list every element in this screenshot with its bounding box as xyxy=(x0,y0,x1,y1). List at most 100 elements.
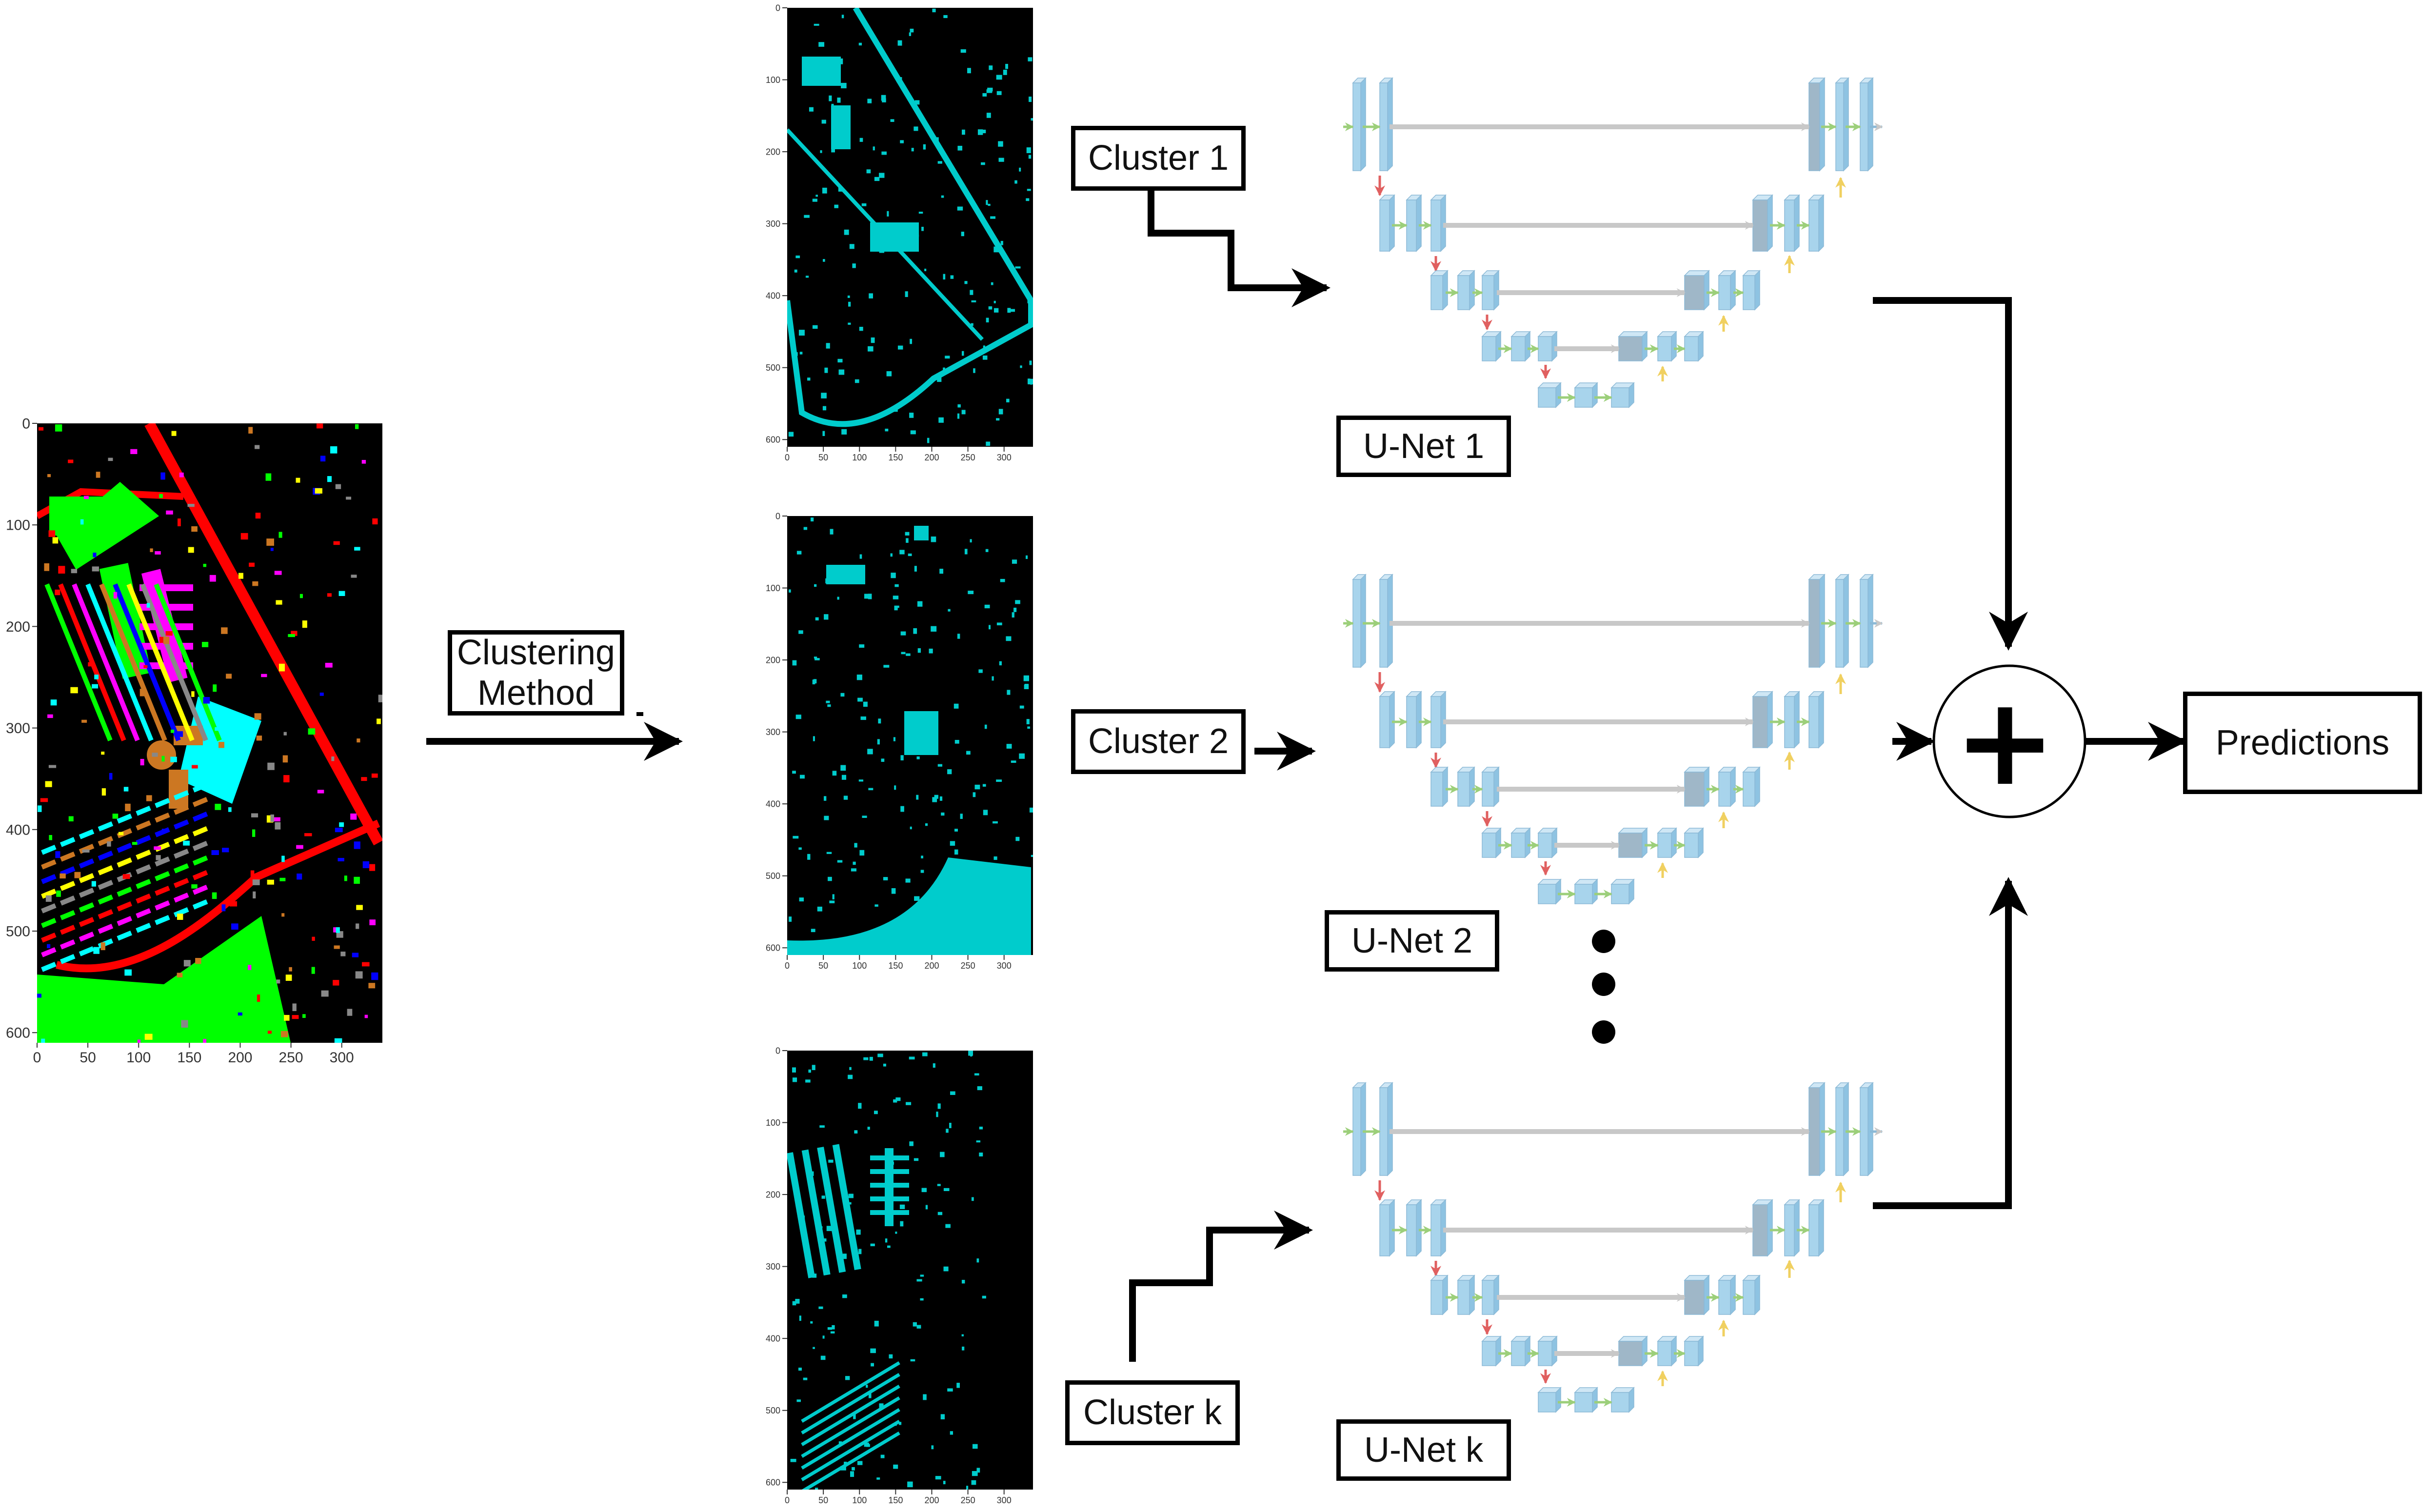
pixel xyxy=(963,869,966,875)
pixel xyxy=(924,895,927,898)
pixel xyxy=(894,785,896,790)
feature-map xyxy=(1592,382,1598,408)
feature-map xyxy=(1495,1335,1501,1367)
pixel xyxy=(894,407,898,412)
pixel xyxy=(877,739,880,745)
feature-map xyxy=(1442,1274,1448,1315)
pixel xyxy=(961,231,964,237)
pixel xyxy=(883,1063,886,1067)
pixel xyxy=(281,913,285,917)
x-tick-label: 200 xyxy=(924,961,939,971)
pixel xyxy=(916,756,920,759)
pixel xyxy=(977,1086,982,1091)
feature-map xyxy=(1457,1280,1470,1315)
feature-map xyxy=(1379,1087,1388,1176)
pixel xyxy=(877,1054,883,1057)
y-tick-label: 400 xyxy=(6,822,30,838)
feature-map xyxy=(1611,387,1629,408)
pixel xyxy=(971,1480,976,1485)
pixel xyxy=(923,1394,927,1400)
feature-map xyxy=(1698,331,1704,362)
pixel xyxy=(937,1103,941,1109)
pixel xyxy=(841,429,847,435)
pixel xyxy=(860,716,866,720)
y-tick-label: 200 xyxy=(766,655,780,665)
pixel xyxy=(920,870,924,873)
pixel xyxy=(166,510,173,515)
road xyxy=(56,819,380,973)
pixel xyxy=(92,566,99,572)
pixel xyxy=(276,600,282,605)
pixel xyxy=(299,594,303,598)
pixel xyxy=(910,28,914,33)
feature-map xyxy=(1657,1341,1672,1366)
pixel xyxy=(906,538,909,543)
row xyxy=(126,583,195,741)
pixel xyxy=(868,788,874,791)
feature-map xyxy=(1808,1087,1820,1176)
feature-map xyxy=(1495,331,1501,362)
pixel xyxy=(853,1413,856,1419)
feature-map xyxy=(1843,77,1849,172)
pixel xyxy=(1027,726,1030,729)
pixel xyxy=(250,870,255,878)
pixel xyxy=(183,960,191,967)
pixel xyxy=(993,300,996,303)
pixel xyxy=(850,1471,854,1477)
pixel xyxy=(118,832,124,836)
pixel xyxy=(70,687,78,694)
pixel xyxy=(265,473,272,481)
pixel xyxy=(71,569,78,574)
pixel xyxy=(45,895,52,902)
pixel xyxy=(1003,69,1007,75)
pixel xyxy=(869,1056,873,1061)
pixel xyxy=(859,850,865,856)
pixel xyxy=(171,431,177,436)
pixel xyxy=(957,413,960,419)
pixel xyxy=(808,1069,811,1073)
pixel xyxy=(1007,308,1011,313)
feature-map xyxy=(1442,270,1448,311)
pixel xyxy=(996,622,1002,626)
pixel xyxy=(931,1445,934,1450)
pixel xyxy=(984,604,990,609)
pixel xyxy=(854,379,859,383)
roof-pixels xyxy=(870,1196,909,1201)
row xyxy=(154,583,222,741)
pixel xyxy=(203,563,207,567)
pixel xyxy=(960,49,966,53)
y-tick-label: 600 xyxy=(766,435,780,445)
pixel xyxy=(1030,380,1033,385)
pixel xyxy=(896,77,902,82)
feature-map xyxy=(1611,1392,1629,1413)
feature-map xyxy=(1784,1204,1795,1256)
pixel xyxy=(238,573,243,579)
feature-map xyxy=(1352,579,1361,668)
pixel xyxy=(983,810,988,816)
pixel xyxy=(320,456,326,462)
pixel xyxy=(910,826,912,830)
pixel xyxy=(894,605,898,611)
feature-map xyxy=(1495,827,1501,858)
pixel xyxy=(1026,147,1031,153)
x-tick-label: 250 xyxy=(961,453,975,462)
feature-map xyxy=(1416,194,1422,252)
pixel xyxy=(947,769,952,775)
pixel xyxy=(372,518,378,525)
y-tick-label: 100 xyxy=(766,75,780,85)
pixel xyxy=(826,343,830,349)
feature-map xyxy=(1767,194,1773,252)
y-tick-label: 600 xyxy=(6,1025,30,1041)
pixel xyxy=(109,773,113,780)
pixel xyxy=(1027,378,1031,384)
pixel xyxy=(335,828,343,833)
pixel xyxy=(336,927,340,933)
pixel xyxy=(826,1226,832,1232)
y-tick-label: 0 xyxy=(775,3,780,13)
pixel xyxy=(338,591,345,596)
pixel xyxy=(890,119,894,122)
pixel xyxy=(807,854,811,860)
pixel xyxy=(948,609,951,612)
pixel xyxy=(842,1253,847,1259)
pixel xyxy=(823,796,827,801)
